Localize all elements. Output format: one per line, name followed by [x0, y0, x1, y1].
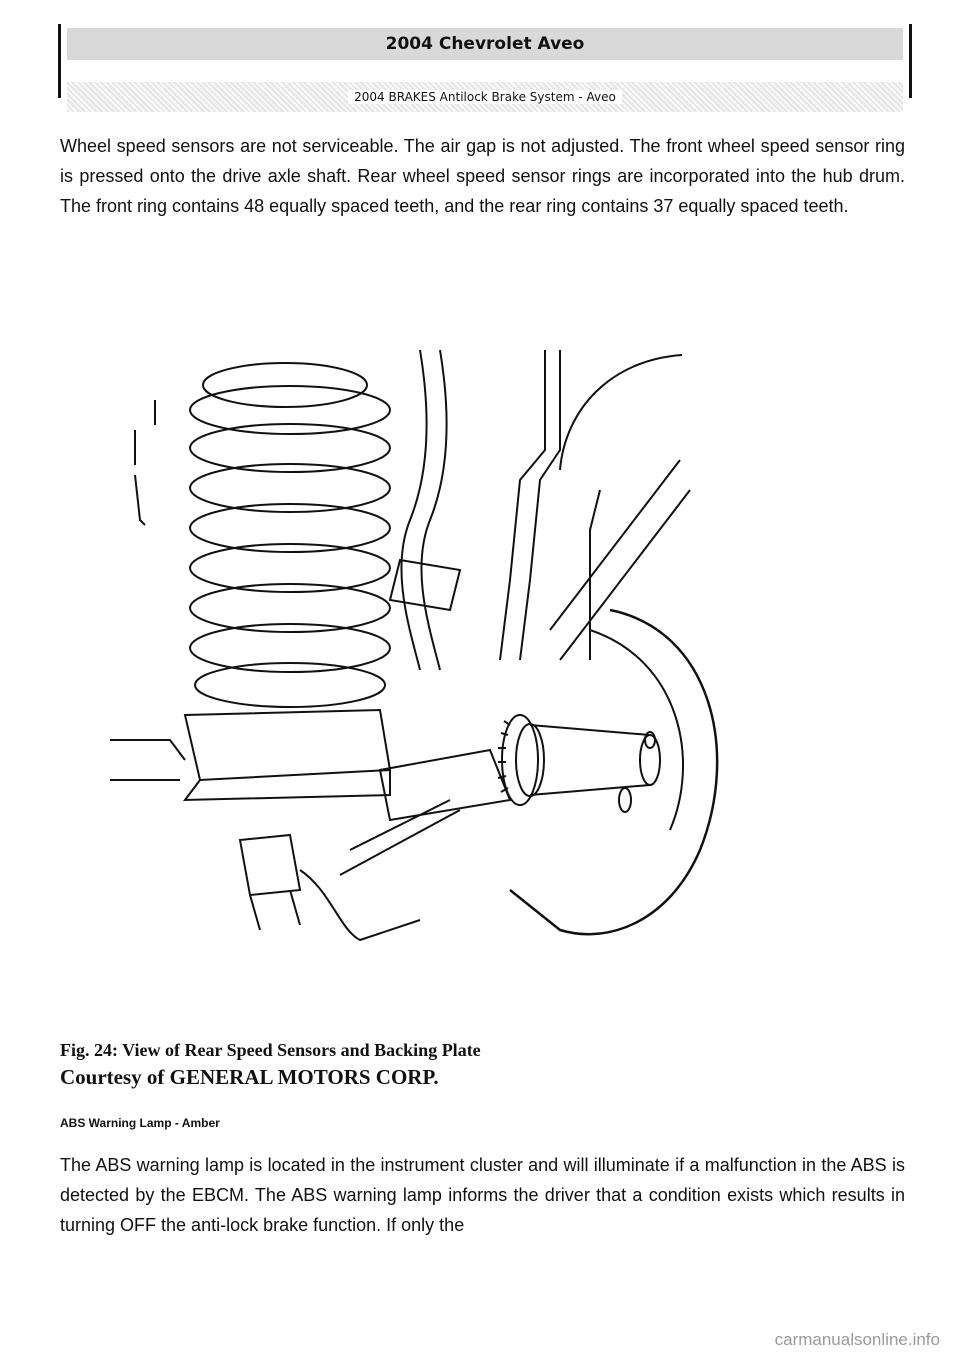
body-paragraph-sensors: Wheel speed sensors are not serviceable.… — [60, 136, 905, 216]
document-title: 2004 Chevrolet Aveo — [67, 28, 903, 60]
document-subtitle-bar: 2004 BRAKES Antilock Brake System - Aveo — [67, 82, 903, 112]
figure-caption: Fig. 24: View of Rear Speed Sensors and … — [60, 1040, 481, 1060]
figure-courtesy: Courtesy of GENERAL MOTORS CORP. — [60, 1065, 439, 1089]
sensor-connector-drawing — [238, 833, 421, 942]
body-paragraph-warning-lamp: The ABS warning lamp is located in the i… — [60, 1155, 905, 1235]
document-header: 2004 Chevrolet Aveo 2004 BRAKES Antilock… — [58, 24, 912, 112]
hub-sensor-ring-drawing — [497, 714, 661, 806]
figure-rear-speed-sensor — [90, 330, 730, 970]
coil-spring-drawing — [189, 362, 391, 708]
section-subheading: ABS Warning Lamp - Amber — [60, 1116, 220, 1130]
watermark-text: carmanualsonline.info — [774, 1330, 940, 1349]
document-subtitle: 2004 BRAKES Antilock Brake System - Aveo — [348, 90, 622, 104]
